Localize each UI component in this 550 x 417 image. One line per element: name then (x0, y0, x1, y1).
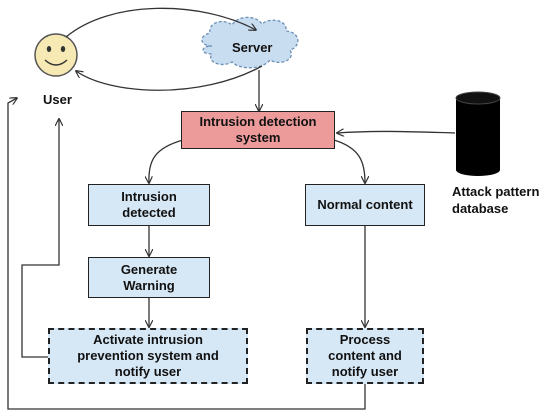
arrow-user-to-server (65, 7, 256, 38)
arrow-activate-to-user (21, 119, 59, 358)
server-label: Server (232, 40, 273, 55)
ids-box: Intrusion detection system (181, 111, 335, 149)
process-content-box: Process content and notify user (306, 328, 424, 384)
server-cloud-icon (201, 16, 299, 69)
activate-prevention-box: Activate intrusion prevention system and… (48, 328, 248, 384)
user-smiley-icon (34, 33, 78, 77)
arrow-process-to-user (7, 98, 366, 410)
intrusion-detected-box: Intrusion detected (88, 184, 210, 226)
generate-warning-box: Generate Warning (88, 257, 210, 298)
attack-db-label: Attack pattern database (452, 184, 540, 216)
arrow-ids-to-normal (333, 139, 365, 183)
arrow-db-to-ids (337, 131, 456, 133)
database-cylinder-icon (455, 91, 501, 176)
arrow-server-to-user (76, 65, 263, 91)
arrow-ids-to-intrusion (149, 139, 184, 183)
user-label: User (43, 92, 72, 107)
normal-content-box: Normal content (305, 184, 425, 226)
